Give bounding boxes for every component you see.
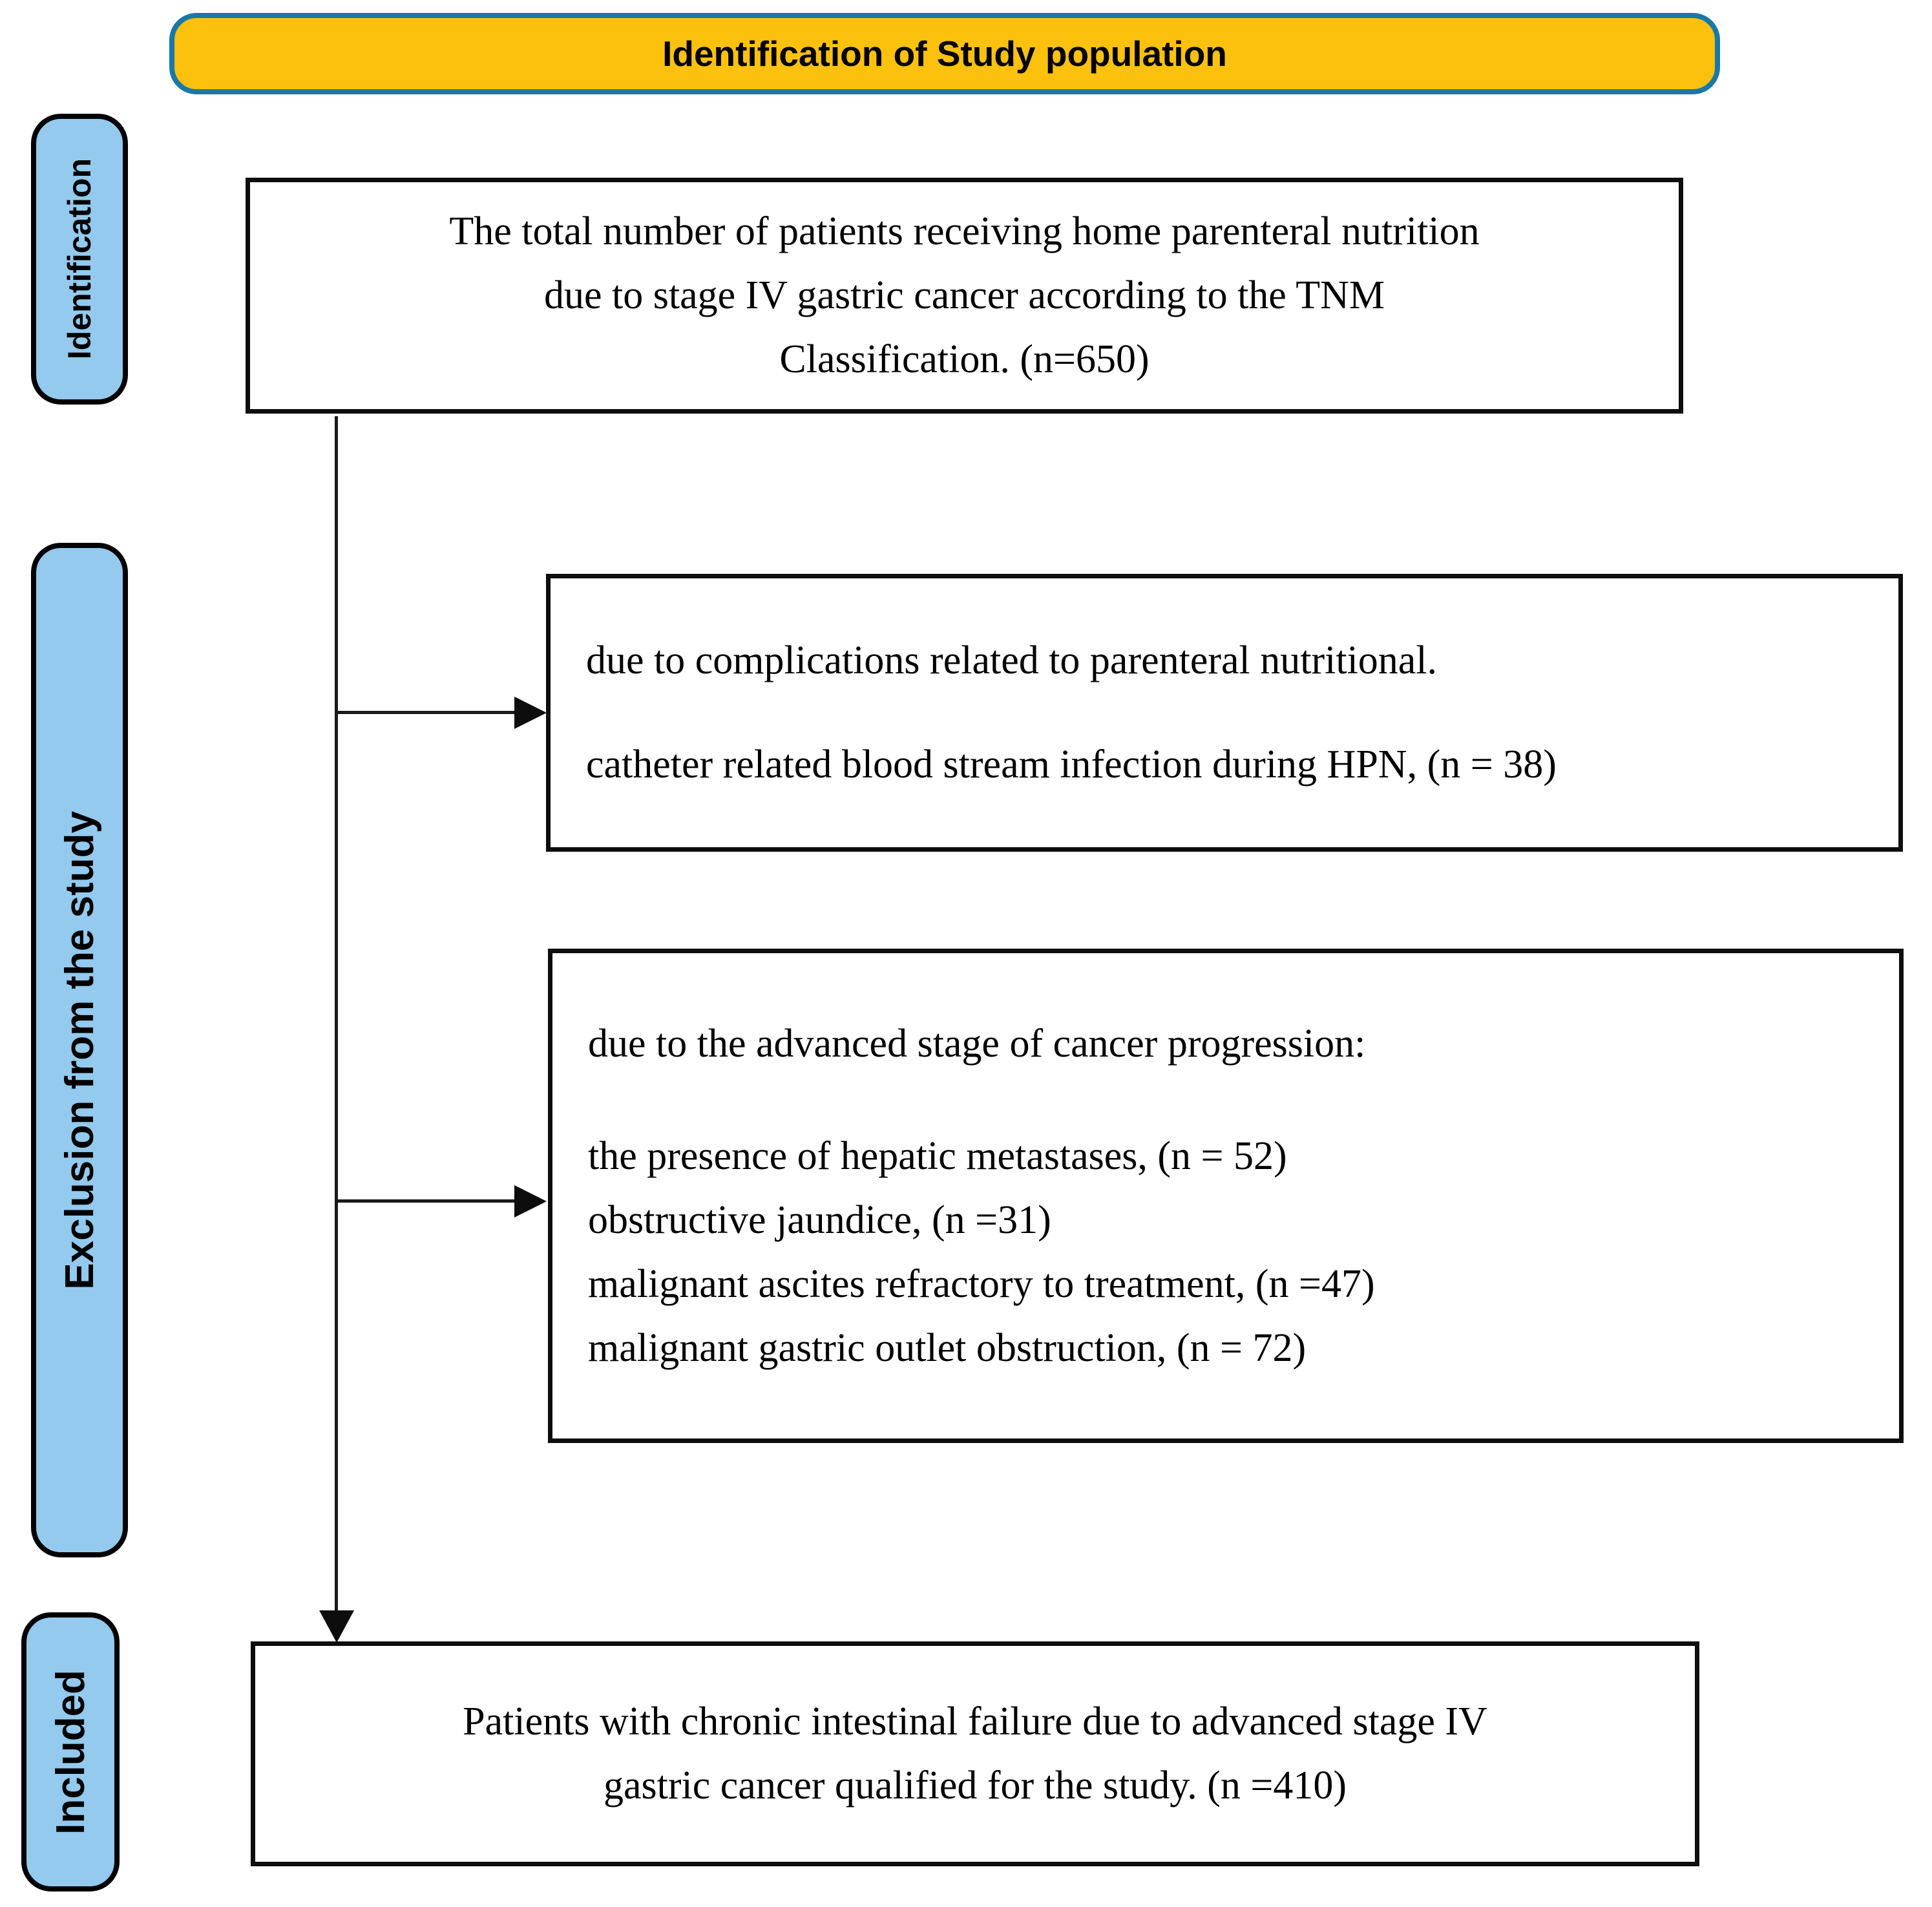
arrow-down-icon [319, 1610, 354, 1643]
identification-box: The total number of patients receiving h… [246, 178, 1683, 414]
included-box-line: gastric cancer qualified for the study. … [604, 1764, 1347, 1807]
diagram-title: Identification of Study population [662, 34, 1227, 74]
stage-label-exclusion: Exclusion from the study [31, 543, 128, 1557]
connector-horizontal-line-2 [336, 1199, 517, 1203]
exclusion-progression-heading: due to the advanced stage of cancer prog… [588, 1021, 1366, 1066]
exclusion-progression-item: malignant ascites refractory to treatmen… [588, 1261, 1375, 1306]
stage-label-identification-text: Identification [61, 158, 98, 360]
exclusion-progression-item: the presence of hepatic metastases, (n =… [588, 1133, 1287, 1178]
exclusion-progression-box: due to the advanced stage of cancer prog… [548, 949, 1904, 1443]
identification-box-line: Classification. (n=650) [779, 337, 1150, 381]
exclusion-progression-item: obstructive jaundice, (n =31) [588, 1197, 1051, 1242]
stage-label-included-text: Included [48, 1669, 93, 1835]
exclusion-complications-box: due to complications related to parenter… [546, 574, 1903, 852]
diagram-title-banner: Identification of Study population [169, 13, 1720, 94]
arrow-right-icon [514, 697, 547, 729]
included-box: Patients with chronic intestinal failure… [251, 1641, 1699, 1866]
exclusion-progression-item: malignant gastric outlet obstruction, (n… [588, 1325, 1307, 1370]
connector-vertical-line [335, 416, 338, 1615]
arrow-right-icon [514, 1185, 547, 1217]
identification-box-line: due to stage IV gastric cancer according… [544, 273, 1385, 317]
included-box-line: Patients with chronic intestinal failure… [463, 1700, 1487, 1744]
identification-box-line: The total number of patients receiving h… [449, 209, 1480, 253]
exclusion-complications-line: due to complications related to parenter… [586, 638, 1438, 682]
exclusion-complications-line: catheter related blood stream infection … [586, 743, 1557, 786]
stage-label-identification: Identification [31, 114, 128, 405]
stage-label-included: Included [21, 1612, 120, 1891]
paragraph-spacer [588, 1076, 1864, 1124]
connector-horizontal-line-1 [336, 711, 517, 714]
paragraph-spacer [586, 693, 1863, 733]
stage-label-exclusion-text: Exclusion from the study [57, 810, 102, 1290]
